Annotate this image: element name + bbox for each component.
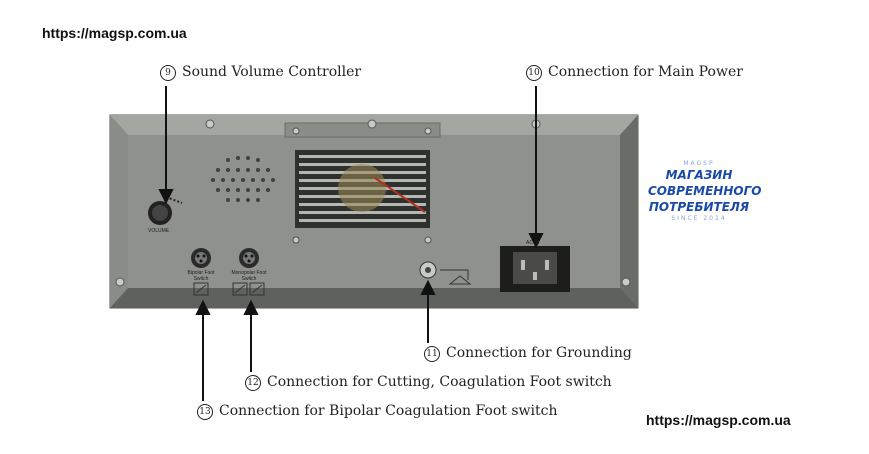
watermark-url-bottom: https://magsp.com.ua bbox=[646, 412, 791, 428]
watermark-url-top: https://magsp.com.ua bbox=[42, 25, 187, 41]
power-label: AC IN bbox=[526, 240, 540, 246]
monopolar-connector bbox=[232, 248, 265, 296]
logo-line-1: МАГАЗИН bbox=[665, 168, 733, 182]
volume-label: VOLUME bbox=[148, 228, 170, 234]
callout-number: 10 bbox=[526, 65, 542, 81]
callout-number: 11 bbox=[424, 346, 440, 362]
logo-line-3: ПОТРЕБИТЕЛЯ bbox=[648, 200, 750, 214]
callout-number: 13 bbox=[197, 404, 213, 420]
logo-bottom-text: SINCE 2014 bbox=[671, 215, 727, 222]
logo-top-text: MAGSP bbox=[683, 160, 715, 167]
grounding-terminal bbox=[419, 261, 472, 285]
callout-label: Connection for Grounding bbox=[446, 345, 632, 361]
callout-bipolar-foot-switch: 13 Connection for Bipolar Coagulation Foo… bbox=[197, 403, 557, 420]
callout-label: Connection for Bipolar Coagulation Foot … bbox=[219, 403, 558, 419]
power-inlet bbox=[500, 246, 570, 292]
callout-label: Sound Volume Controller bbox=[182, 64, 362, 80]
callout-label: Connection for Cutting, Coagulation Foot… bbox=[267, 374, 612, 390]
volume-knob bbox=[148, 196, 183, 225]
callout-label: Connection for Main Power bbox=[548, 64, 743, 80]
callout-grounding: 11 Connection for Grounding bbox=[424, 345, 632, 362]
logo-line-2: СОВРЕМЕННОГО bbox=[648, 184, 762, 198]
speaker-grille bbox=[211, 156, 275, 202]
monopolar-label: Monopolar Foot Switch bbox=[231, 270, 267, 282]
store-logo: MAGSP МАГАЗИН СОВРЕМЕННОГО ПОТРЕБИТЕЛЯ S… bbox=[648, 160, 762, 250]
callout-main-power: 10 Connection for Main Power bbox=[526, 64, 743, 81]
callout-number: 12 bbox=[245, 375, 261, 391]
callout-sound-volume: 9 Sound Volume Controller bbox=[160, 64, 361, 81]
callout-cutting-foot-switch: 12 Connection for Cutting, Coagulation Fo… bbox=[245, 374, 612, 391]
bipolar-label: Bipolar Foot Switch bbox=[187, 270, 215, 282]
callout-number: 9 bbox=[160, 65, 176, 81]
bipolar-connector bbox=[191, 248, 211, 296]
fan-vent bbox=[295, 150, 430, 228]
